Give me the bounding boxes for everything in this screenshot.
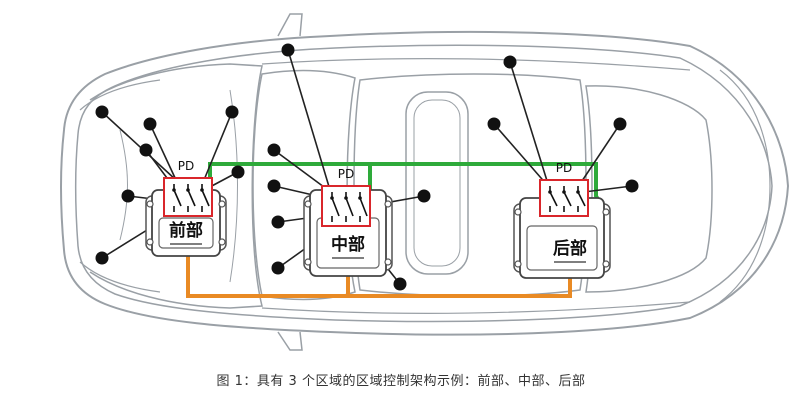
front-sensor-node xyxy=(231,165,245,179)
rear-mount-hole xyxy=(514,260,522,268)
front-pd-switch-contact xyxy=(172,188,176,192)
mirror-right xyxy=(277,331,303,351)
middle-zone-controller: 中部 PD xyxy=(303,167,393,277)
sensor-connections xyxy=(95,43,639,291)
rear-bumper xyxy=(719,69,771,303)
front-sensor-node xyxy=(121,189,135,203)
rear-connection-line xyxy=(579,123,621,185)
rear-sensor-node xyxy=(487,117,501,131)
middle-mount-hole xyxy=(304,258,312,266)
middle-pd-label: PD xyxy=(338,167,354,181)
middle-connection-line xyxy=(273,149,329,191)
rear-sensor-node xyxy=(503,55,517,69)
middle-sensor-node xyxy=(267,179,281,193)
front-connection-line xyxy=(149,123,177,181)
middle-sensor-node xyxy=(281,43,295,57)
mirror-left xyxy=(277,13,303,37)
rear-zone-controller: 后部 PD xyxy=(513,161,611,279)
front-zone-controller: 前部 PD xyxy=(145,159,227,257)
rear-mount-hole xyxy=(602,208,610,216)
front-pd-switch-blade xyxy=(187,189,196,207)
middle-sensor-node xyxy=(393,277,407,291)
middle-pd-switch-blade xyxy=(345,197,354,217)
front-sensor-node xyxy=(95,105,109,119)
car-outline xyxy=(60,13,790,351)
rear-pd-switch-blade xyxy=(563,191,572,207)
rear-sensor-node xyxy=(625,179,639,193)
rear-pd-switch-contact xyxy=(562,190,566,194)
front-pd-switch-contact xyxy=(186,188,190,192)
rear-connection-line xyxy=(509,61,549,185)
middle-pd-switch-contact xyxy=(344,196,348,200)
rear-controller-inner xyxy=(526,225,598,271)
front-mount-hole xyxy=(146,238,154,246)
rear-mount-hole xyxy=(602,260,610,268)
middle-mount-hole xyxy=(304,200,312,208)
rear-pd-switch-contact xyxy=(576,190,580,194)
front-connection-line xyxy=(203,111,233,181)
front-headlight-top xyxy=(79,79,161,111)
front-sensor-node xyxy=(143,117,157,131)
front-sensor-node xyxy=(95,251,109,265)
middle-sensor-node xyxy=(417,189,431,203)
middle-zone-label: 中部 xyxy=(331,234,365,255)
front-pd-switch-contact xyxy=(200,188,204,192)
rear-sensor-node xyxy=(613,117,627,131)
front-mount-hole xyxy=(218,200,226,208)
front-pd-switch-blade xyxy=(201,189,210,207)
middle-mount-hole xyxy=(384,200,392,208)
rear-pd-label: PD xyxy=(556,161,572,175)
middle-sensor-node xyxy=(271,261,285,275)
front-zone-label: 前部 xyxy=(169,220,203,241)
front-mount-hole xyxy=(146,200,154,208)
middle-pd-block xyxy=(321,185,371,227)
rear-connection-line xyxy=(493,123,549,187)
front-pd-label: PD xyxy=(178,159,194,173)
front-controller-inner xyxy=(158,217,214,249)
rear-mount-hole xyxy=(514,208,522,216)
middle-pd-switch-contact xyxy=(358,196,362,200)
front-connection-line xyxy=(101,111,177,181)
data-bus-line xyxy=(186,256,572,298)
windshield xyxy=(252,69,356,301)
front-sensor-node xyxy=(139,143,153,157)
sunroof xyxy=(405,91,469,275)
front-sensor-node xyxy=(225,105,239,119)
door-line-top xyxy=(261,57,691,71)
rear-connection-line xyxy=(583,185,633,193)
rear-pd-switch-blade xyxy=(549,191,558,207)
middle-pd-switch-blade xyxy=(331,197,340,217)
middle-sensor-node xyxy=(271,215,285,229)
sunroof-inner xyxy=(413,99,461,267)
rear-pd-switch-blade xyxy=(577,191,586,207)
rear-zone-label: 后部 xyxy=(553,238,587,259)
zone-controllers: 前部 PD 中部 PD 后部 PD xyxy=(145,159,611,279)
middle-mount-hole xyxy=(384,258,392,266)
hood-rib-2 xyxy=(229,89,238,283)
car-body-outer xyxy=(60,30,790,336)
front-headlight-bottom xyxy=(79,261,161,293)
hood-rib-1 xyxy=(119,129,128,241)
middle-sensor-node xyxy=(267,143,281,157)
front-mount-hole xyxy=(218,238,226,246)
rear-pd-switch-contact xyxy=(548,190,552,194)
figure-caption: 图 1：具有 3 个区域的区域控制架构示例：前部、中部、后部 xyxy=(216,374,586,389)
middle-pd-switch-contact xyxy=(330,196,334,200)
car-body-inner xyxy=(75,44,773,323)
door-line-bottom xyxy=(261,301,691,315)
middle-pd-switch-blade xyxy=(359,197,368,217)
middle-connection-line xyxy=(287,49,331,191)
front-pd-switch-blade xyxy=(173,189,182,207)
